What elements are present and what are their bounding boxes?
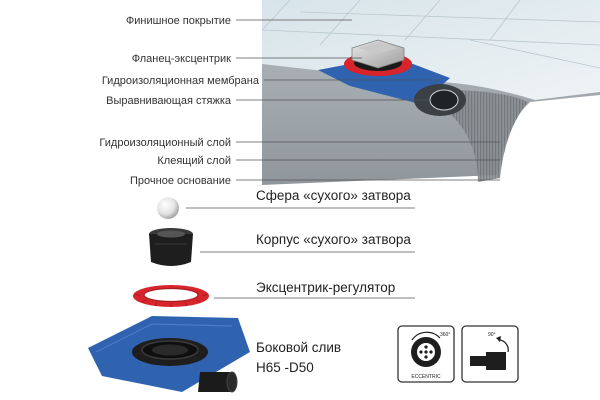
dry-trap-housing	[149, 228, 193, 266]
label-solid-base: Прочное основание	[130, 175, 231, 187]
pipe-icon	[470, 356, 486, 366]
layer-labels: Финишное покрытие Фланец-эксцентрик Гидр…	[99, 15, 259, 187]
badge-rotation-angle: 90°	[488, 332, 496, 338]
label-leveling-screed: Выравнивающая стяжка	[106, 95, 232, 107]
floor-cutaway	[262, 0, 600, 185]
label-side-drain: Боковой слив	[256, 340, 341, 355]
label-waterproof-layer: Гидроизоляционный слой	[99, 137, 231, 149]
eccentric-regulator	[133, 285, 209, 307]
label-side-drain-model: H65 -D50	[256, 360, 314, 375]
label-finish-coating: Финишное покрытие	[126, 15, 231, 27]
label-flange-eccentric: Фланец-эксцентрик	[132, 53, 231, 65]
rotation-badge: 90°	[462, 326, 518, 382]
pipe-outlet	[430, 90, 458, 110]
label-eccentric-regulator: Эксцентрик-регулятор	[256, 280, 395, 295]
label-dry-trap-housing: Корпус «сухого» затвора	[256, 232, 411, 247]
eccentric-badge: 360° ECCENTRIC	[398, 326, 454, 382]
label-waterproof-membrane: Гидроизоляционная мембрана	[102, 75, 260, 87]
dry-trap-sphere	[157, 197, 179, 219]
side-drain-body	[88, 316, 250, 392]
label-dry-trap-sphere: Сфера «сухого» затвора	[256, 188, 411, 203]
badge-eccentric-caption: ECCENTRIC	[411, 374, 441, 380]
label-adhesive-layer: Клеящий слой	[157, 155, 231, 167]
badge-eccentric-angle: 360°	[440, 332, 450, 338]
